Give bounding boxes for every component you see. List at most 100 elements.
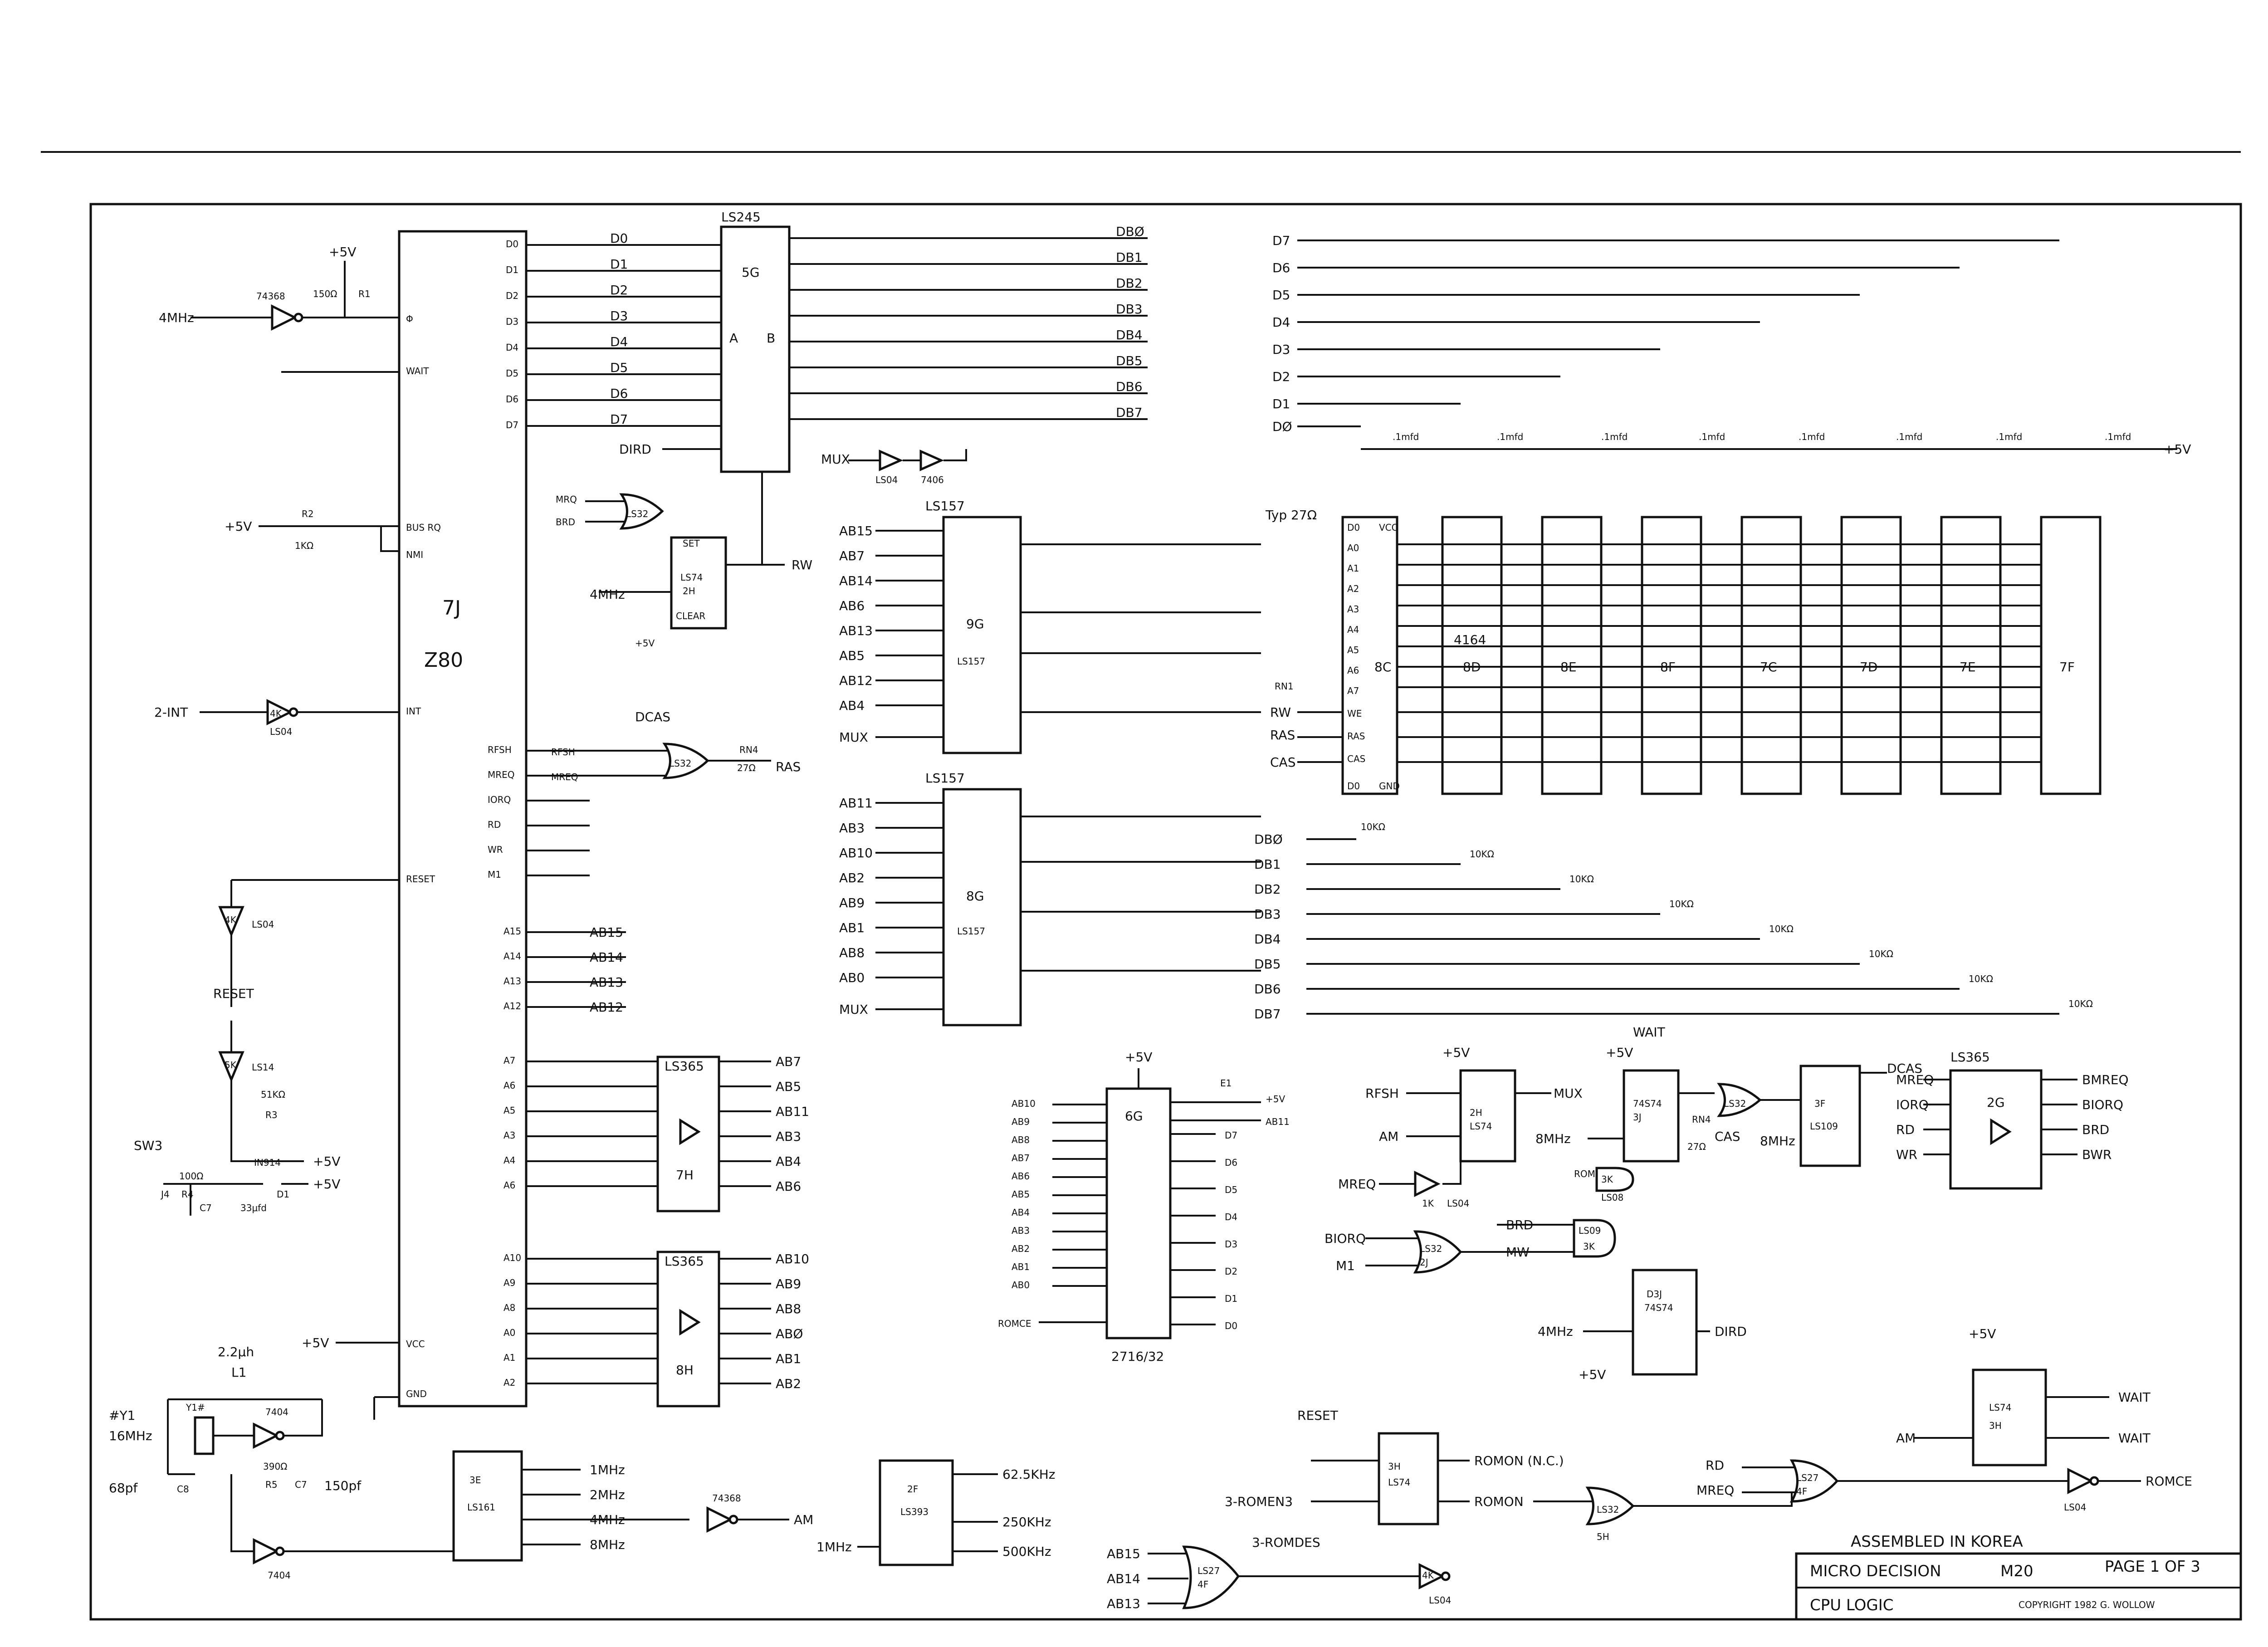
c7-name: C7 xyxy=(200,1202,212,1213)
ras-res: 27Ω xyxy=(737,762,756,773)
t-rn4: RN4 xyxy=(1692,1114,1711,1125)
r5-value: 390Ω xyxy=(263,1461,287,1472)
rom-a2: AB8 xyxy=(1012,1134,1030,1145)
mux-gate1: LS04 xyxy=(875,474,898,485)
8g-in-7: AB0 xyxy=(839,970,865,985)
rom-ref: 6G xyxy=(1125,1109,1143,1124)
mux-out-wires xyxy=(1021,543,1261,972)
cpu-d3: D3 xyxy=(506,316,518,327)
t-inv-ref: 1K xyxy=(1422,1198,1434,1209)
cpu-z80: 7J Z80 Φ WAIT BUS RQ NMI INT RESET VCC G… xyxy=(398,230,528,1408)
cap-1: .1mfd xyxy=(1497,431,1523,442)
reset-inv: LS04 xyxy=(252,919,274,930)
div-out-1: 250KHz xyxy=(1002,1515,1051,1530)
rw-ff-set: SET xyxy=(683,538,700,549)
mux-8g: LS157 8G LS157 AB11 AB3 AB10 AB2 AB9 AB1… xyxy=(839,771,1022,1026)
t-inv: LS04 xyxy=(1447,1198,1469,1209)
t-vcc1: +5V xyxy=(1442,1045,1470,1060)
8h-ref: 8H xyxy=(676,1363,694,1378)
xtal-label: #Y1 xyxy=(109,1408,135,1423)
7h-out-1: AB5 xyxy=(776,1079,801,1094)
pullup-val-7: 10KΩ xyxy=(2068,998,2093,1009)
8h-out-3: ABØ xyxy=(776,1326,803,1341)
pullup-val-0: 10KΩ xyxy=(1361,821,1385,832)
cpu-data-pins: D0 D1 D2 D3 D4 D5 D6 D7 xyxy=(506,239,518,430)
div-out-0: 62.5KHz xyxy=(1002,1467,1055,1482)
ab13-label: AB13 xyxy=(590,975,623,990)
2g-in-2: RD xyxy=(1896,1122,1915,1137)
ram-8c-pins: D0 A0 A1 A2 A3 A4 A5 A6 A7 WE RAS CAS D0… xyxy=(1347,522,1400,792)
rom-d5: D5 xyxy=(1225,1184,1237,1195)
cpu-m1: M1 xyxy=(488,869,501,880)
romce-gate: LS32 xyxy=(1597,1504,1619,1515)
div-out-2: 500KHz xyxy=(1002,1544,1051,1559)
pullup-db6: DB6 xyxy=(1254,982,1281,997)
dird-clk: 4MHz xyxy=(1538,1324,1573,1339)
cpu-a14: A14 xyxy=(503,951,521,962)
ras-rn: RN4 xyxy=(739,744,758,755)
cpu-a9: A9 xyxy=(503,1277,515,1288)
cpu-a3: A3 xyxy=(503,1130,515,1141)
romce-ff-ref: 3H xyxy=(1388,1461,1401,1472)
clk-vcc: +5V xyxy=(329,244,356,259)
cpu-a10: A10 xyxy=(503,1252,521,1263)
r4-value: 100Ω xyxy=(179,1171,203,1182)
t-ff2: 74S74 xyxy=(1633,1098,1662,1109)
t-cas: CAS xyxy=(1715,1129,1740,1144)
2g-out-0: BMREQ xyxy=(2082,1072,2129,1087)
page-border xyxy=(89,203,2242,1621)
t-mreq: MREQ xyxy=(1338,1177,1376,1192)
db-out-0: DBØ xyxy=(1116,224,1144,239)
rom-6g: 6G 2716/32 +5V AB10 AB9 AB8 AB7 AB6 AB5 … xyxy=(998,1050,1290,1364)
cap-6: .1mfd xyxy=(1996,431,2022,442)
counter-ref: 3E xyxy=(469,1475,481,1486)
ram-cas: CAS xyxy=(1270,755,1295,770)
rw-out: RW xyxy=(792,557,812,572)
rom-part: 2716/32 xyxy=(1111,1349,1164,1364)
cpu-ref: 7J xyxy=(442,596,461,620)
ram-pin-1: A0 xyxy=(1347,542,1359,553)
cpu-d2: D2 xyxy=(506,290,518,301)
cap-3: .1mfd xyxy=(1699,431,1725,442)
d1-name: D1 xyxy=(277,1189,289,1200)
romce-gate-ref: 5H xyxy=(1597,1531,1609,1542)
dird-logic: BIORQ M1 LS32 2J BRD MW LS09 3K D3J 74S7… xyxy=(1325,1217,1747,1382)
wait-ff: LS74 xyxy=(1989,1402,2011,1413)
cpu-a6: A6 xyxy=(503,1180,515,1191)
r2-name: R2 xyxy=(302,508,314,519)
ram-pin-10: RAS xyxy=(1347,731,1365,742)
cpu-d5: D5 xyxy=(506,368,518,379)
rom-a9: AB1 xyxy=(1012,1261,1030,1272)
romce-ab15: AB15 xyxy=(1107,1546,1140,1561)
dird-ff-ref: D3J xyxy=(1647,1289,1662,1300)
cpu-pin-phi: Φ xyxy=(406,313,413,324)
r3-value: 51KΩ xyxy=(261,1089,285,1100)
cpu-pin-busrq: BUS RQ xyxy=(406,522,441,533)
cpu-a1b: A1 xyxy=(503,1352,515,1363)
romce-romon2: ROMON xyxy=(1474,1494,1524,1509)
clk-am: AM xyxy=(794,1512,813,1527)
db-out-5: DB5 xyxy=(1116,353,1143,368)
bus-d3: D3 xyxy=(610,308,628,323)
cpu-a5: A6 xyxy=(503,1080,515,1091)
cap-7: .1mfd xyxy=(2105,431,2131,442)
wait-vcc: +5V xyxy=(1969,1326,1996,1341)
ls245-b: B xyxy=(767,331,775,346)
ab12-label: AB12 xyxy=(590,1000,623,1015)
t-ls08: LS08 xyxy=(1601,1192,1623,1203)
romce-ls04: LS04 xyxy=(2064,1502,2086,1513)
t-res: 27Ω xyxy=(1687,1141,1706,1152)
9g-in-2: AB14 xyxy=(839,573,873,588)
r4-name: R4 xyxy=(181,1189,194,1200)
romce-in1: 3-ROMEN3 xyxy=(1225,1494,1293,1509)
t-rfsh: RFSH xyxy=(1365,1086,1399,1101)
rw-ff: LS74 xyxy=(680,572,703,583)
ram-8c: 8C xyxy=(1374,660,1391,674)
rom-a5: AB5 xyxy=(1012,1189,1030,1200)
rw-ff-clr: CLEAR xyxy=(676,611,705,621)
ls245-type: LS245 xyxy=(721,210,761,225)
ram-pin-13: GND xyxy=(1379,781,1400,792)
8g-in-2: AB10 xyxy=(839,845,873,860)
ram-7f: 7F xyxy=(2059,660,2075,674)
ram-data-lines: D7 D6 D5 D4 D3 D2 D1 DØ xyxy=(1272,233,2059,434)
